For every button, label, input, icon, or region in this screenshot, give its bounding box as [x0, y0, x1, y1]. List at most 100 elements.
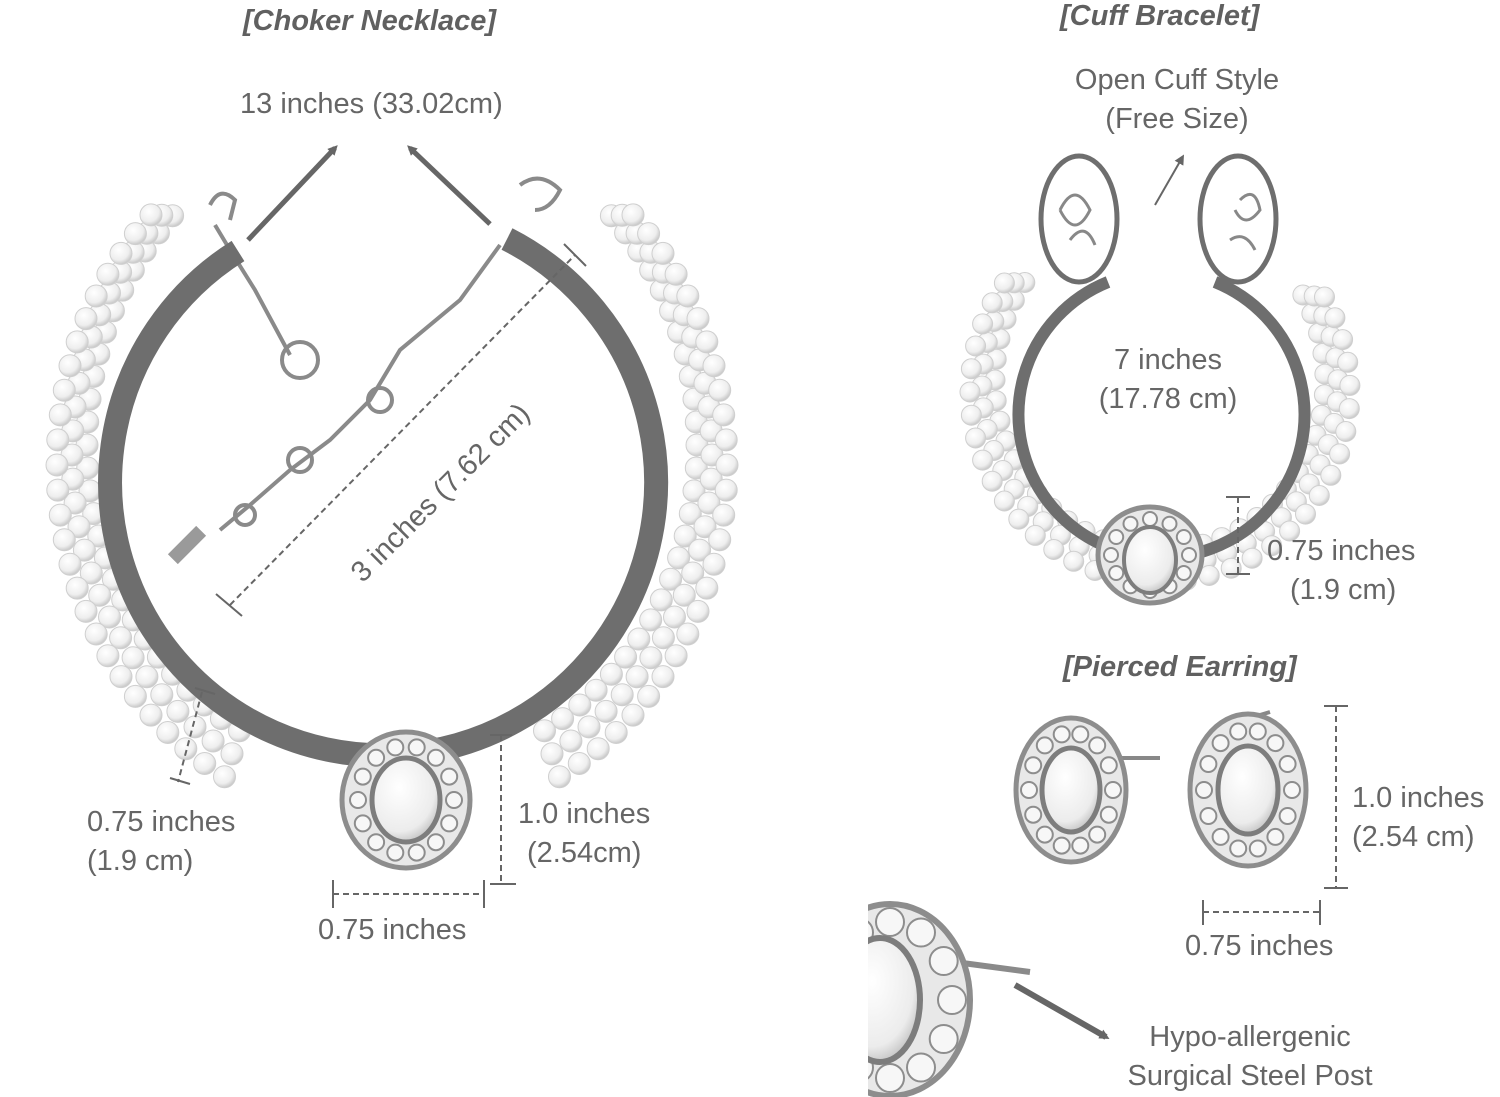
pearl — [702, 354, 726, 378]
pearl — [1175, 529, 1192, 545]
pearl — [220, 742, 244, 766]
pearl — [1295, 503, 1316, 525]
pearl — [349, 791, 367, 809]
band-width-line — [177, 691, 203, 783]
pendant-width-label: 0.75 inches — [318, 914, 467, 946]
pearl — [972, 449, 994, 471]
bracelet-band-width-cm: (1.9 cm) — [1290, 574, 1397, 606]
pearl — [1024, 524, 1046, 546]
pearl — [67, 515, 91, 539]
pearl — [109, 665, 133, 689]
pearl — [906, 1052, 936, 1083]
pearl — [1175, 565, 1192, 581]
pearl — [1024, 756, 1043, 775]
pearl — [426, 748, 445, 767]
pearl — [714, 478, 738, 502]
pearl — [74, 307, 98, 331]
bracelet-pendant — [1095, 504, 1205, 606]
earring-closeup — [822, 901, 1031, 1097]
pearl — [906, 917, 936, 948]
pearl — [651, 665, 675, 689]
pearl — [649, 588, 673, 612]
pearl — [74, 599, 98, 623]
pearl — [109, 626, 133, 650]
pearl — [440, 767, 459, 786]
pearl — [688, 538, 712, 562]
pearl — [1211, 827, 1230, 846]
pearl — [965, 335, 987, 357]
pearl — [1324, 307, 1346, 329]
pearl — [96, 644, 120, 668]
pearl — [135, 665, 159, 689]
pearl — [45, 453, 69, 477]
cuff-end-right — [1197, 153, 1279, 285]
earring-title: [Pierced Earring] — [1063, 651, 1297, 683]
pearl — [715, 453, 739, 477]
pearl — [627, 627, 651, 651]
pearl — [1161, 515, 1178, 532]
pearl — [1266, 827, 1285, 846]
pearl — [625, 665, 649, 689]
pearl — [621, 203, 645, 227]
pearl — [960, 358, 982, 380]
pearl — [174, 737, 198, 761]
pearl — [702, 552, 726, 576]
pearl — [84, 284, 108, 308]
pearl — [96, 262, 120, 286]
pearl — [1283, 781, 1301, 799]
diameter-line — [229, 254, 576, 606]
pearl — [139, 203, 163, 227]
pearl — [664, 644, 688, 668]
pearl — [686, 307, 710, 331]
pearl — [568, 693, 592, 717]
post-label-line1: Hypo-allergenic — [1149, 1021, 1351, 1053]
pearl — [1332, 329, 1354, 351]
post-label-line2: Surgical Steel Post — [1127, 1060, 1373, 1092]
pearl — [673, 524, 697, 548]
pearl — [599, 662, 623, 686]
pearl — [48, 403, 72, 427]
pearl — [1338, 398, 1360, 420]
necklace-band-width-label: 0.75 inches — [87, 806, 236, 838]
earring-left — [1013, 715, 1160, 865]
pearl — [663, 605, 686, 629]
earring-right — [1187, 710, 1309, 869]
pearl — [445, 791, 463, 809]
pearl — [960, 404, 982, 426]
cuff-style-label: Open Cuff Style — [1074, 64, 1280, 96]
pearl — [667, 546, 691, 570]
pearl — [1035, 825, 1054, 844]
pearl — [621, 703, 645, 727]
pearl — [548, 765, 571, 789]
pearl — [610, 683, 634, 707]
pearl — [367, 748, 386, 767]
cuff-free-size-label: (Free Size) — [1105, 103, 1249, 135]
pearl — [695, 576, 719, 600]
pearl — [1071, 725, 1090, 744]
pearl — [52, 528, 76, 552]
pearl — [1320, 464, 1342, 486]
pearl — [440, 814, 459, 833]
pearl — [353, 814, 372, 833]
pearl — [1279, 520, 1301, 542]
necklace-title: [Choker Necklace] — [243, 5, 497, 37]
pearl — [46, 478, 70, 502]
pearl — [426, 833, 445, 852]
pearl — [822, 947, 850, 975]
necklace-pendant — [339, 729, 473, 871]
pearl — [213, 765, 236, 789]
pearl — [52, 378, 76, 402]
pearl — [1071, 836, 1090, 855]
pearl — [1108, 529, 1125, 545]
bracelet-title: [Cuff Bracelet] — [1060, 0, 1260, 32]
pearl — [1088, 825, 1107, 844]
pearl — [123, 222, 147, 246]
pearl — [1142, 511, 1158, 527]
pearl — [1229, 722, 1248, 741]
pearl — [1278, 755, 1297, 773]
pearl — [121, 646, 145, 670]
pearl — [386, 738, 405, 757]
pearl — [407, 738, 426, 757]
pearl — [58, 552, 82, 576]
